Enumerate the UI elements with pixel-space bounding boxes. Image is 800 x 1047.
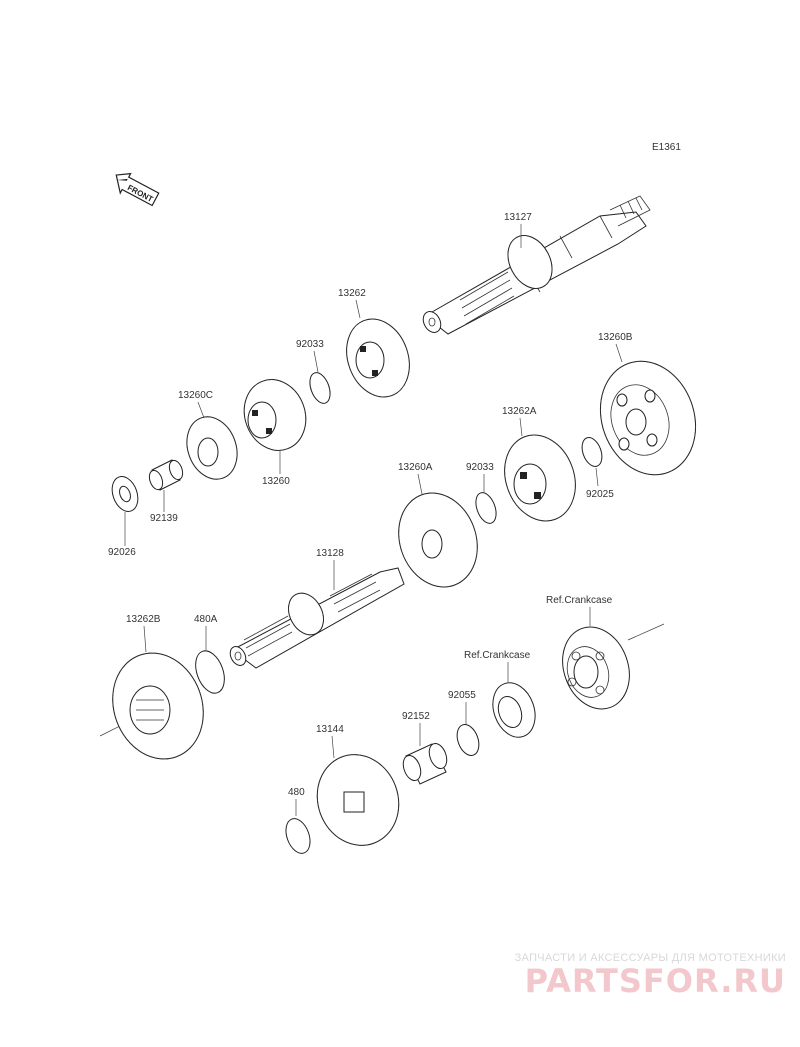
label-480a: 480A <box>194 614 218 625</box>
gear-13260b <box>599 360 697 476</box>
washer-92026 <box>111 476 139 512</box>
circlip-92033-a <box>309 372 331 404</box>
gear-13262 <box>346 318 410 398</box>
label-13260a: 13260A <box>398 462 433 473</box>
label-ref-crankcase-seal: Ref.Crankcase <box>464 650 531 661</box>
label-13127: 13127 <box>504 212 532 223</box>
label-13262b: 13262B <box>126 614 161 625</box>
o-ring-92055 <box>456 724 480 756</box>
label-13262a: 13262A <box>502 406 537 417</box>
front-arrow-icon: FRONT <box>115 172 160 207</box>
oil-seal-crankcase <box>492 682 536 738</box>
watermark-logo: PARTSFOR.RU <box>524 962 786 1000</box>
label-92055: 92055 <box>448 690 476 701</box>
collar-92152 <box>402 742 448 785</box>
label-13144: 13144 <box>316 724 344 735</box>
watermark: ЗАПЧАСТИ И АКСЕССУАРЫ ДЛЯ МОТОТЕХНИКИ PA… <box>515 952 786 998</box>
gear-13260 <box>243 379 307 451</box>
label-13260: 13260 <box>262 476 290 487</box>
label-480: 480 <box>288 787 305 798</box>
label-92026: 92026 <box>108 547 136 558</box>
label-92139: 92139 <box>150 513 178 524</box>
watermark-tagline: ЗАПЧАСТИ И АКСЕССУАРЫ ДЛЯ МОТОТЕХНИКИ <box>514 952 786 964</box>
label-92152: 92152 <box>402 711 430 722</box>
circlip-92033-b <box>475 492 497 524</box>
bearing-crankcase <box>562 623 665 710</box>
circlip-480a <box>195 650 225 694</box>
label-13260b: 13260B <box>598 332 633 343</box>
washer-92025 <box>581 437 603 467</box>
gear-13260a <box>398 492 478 588</box>
label-13128: 13128 <box>316 548 344 559</box>
label-92033-b: 92033 <box>466 462 494 473</box>
diagram-code: E1361 <box>652 142 681 153</box>
gear-13262a <box>504 434 576 522</box>
shaft-13127 <box>422 195 651 335</box>
label-13262: 13262 <box>338 288 366 299</box>
gear-13260c <box>186 416 238 480</box>
label-13260c: 13260C <box>178 390 213 401</box>
labels: 13127 13262 92033 13260C 13260 92139 920… <box>108 212 633 816</box>
label-92025: 92025 <box>586 489 614 500</box>
gear-13262b <box>99 652 204 760</box>
circlip-480 <box>285 818 311 854</box>
label-92033-a: 92033 <box>296 339 324 350</box>
shaft-13128 <box>229 567 405 669</box>
label-ref-crankcase-bearing: Ref.Crankcase <box>546 595 613 606</box>
sprocket-13144 <box>316 754 400 846</box>
bushing-92139 <box>148 459 184 491</box>
